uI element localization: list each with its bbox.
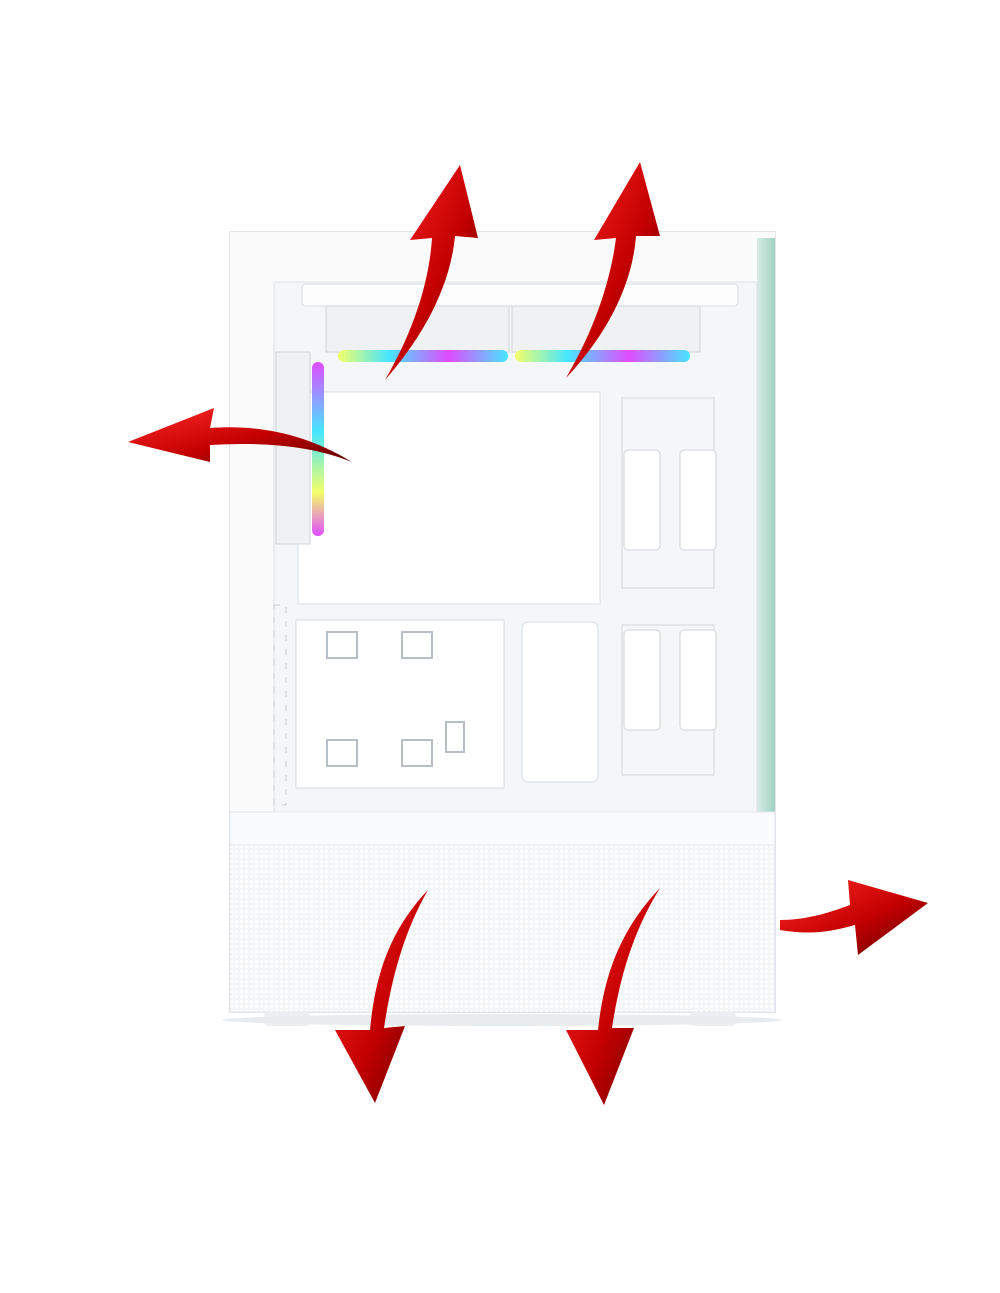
arrow-bottom-intake-right — [566, 888, 660, 1105]
case-top-bar — [230, 232, 775, 282]
drive-cage — [295, 619, 599, 789]
top-fan-rgb-left — [338, 350, 508, 362]
motherboard-tray — [297, 391, 601, 605]
cable-cutouts-right — [621, 397, 717, 776]
arrow-top-exhaust-left — [385, 165, 478, 380]
airflow-arrows — [128, 162, 928, 1105]
arrow-top-exhaust-right — [566, 162, 660, 378]
pc-case — [222, 231, 782, 1026]
rear-slot-strip — [273, 604, 287, 806]
top-fan-rgb-right — [515, 350, 690, 362]
top-radiator — [301, 283, 739, 362]
glass-edge — [757, 238, 775, 850]
floor-shadow — [222, 1014, 782, 1026]
psu-shroud-edge — [229, 811, 776, 846]
arrow-bottom-intake-left — [335, 890, 428, 1103]
arrow-rear-exhaust — [780, 880, 928, 955]
arrow-front-exhaust — [128, 408, 352, 462]
case-front-pillar — [230, 232, 274, 822]
bottom-mesh-panel — [229, 844, 776, 1013]
